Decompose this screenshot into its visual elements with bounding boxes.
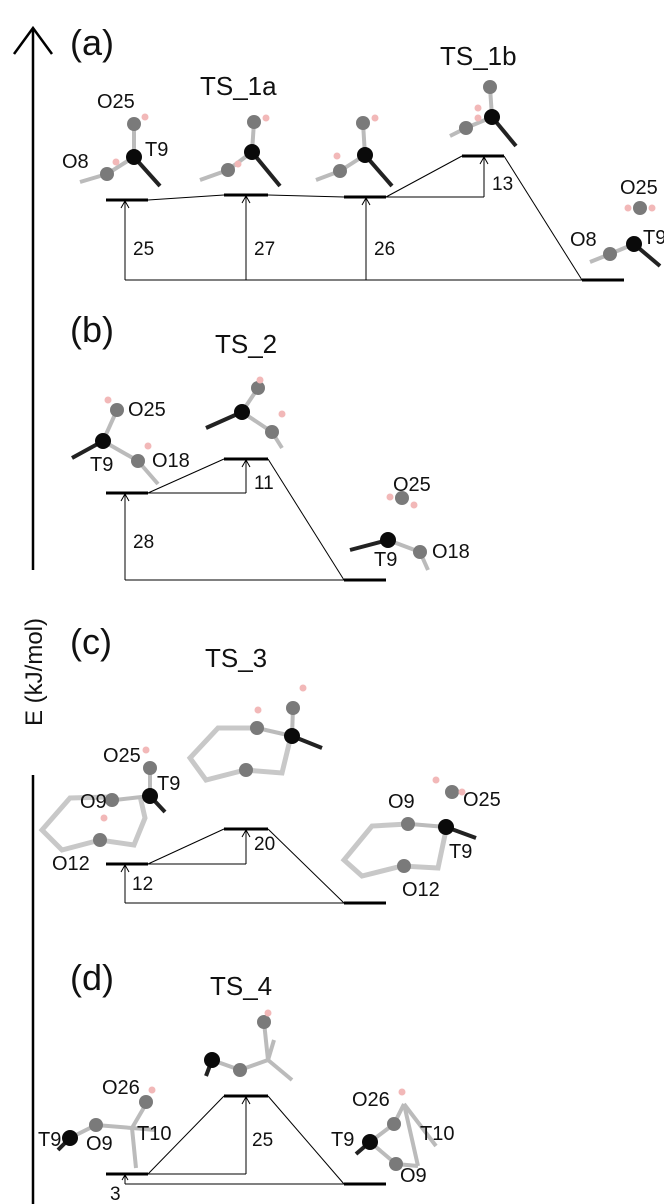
atom-label: O25 bbox=[620, 177, 658, 199]
connectors-a bbox=[125, 155, 583, 281]
atom-label: O26 bbox=[352, 1089, 390, 1111]
barrier-value: 26 bbox=[374, 239, 395, 260]
molecule-a-initial bbox=[79, 113, 162, 188]
energy-arrows-b bbox=[120, 458, 251, 580]
atom-label: O18 bbox=[152, 450, 190, 472]
panel-a: (a) TS_1a TS_1b 25 27 26 bbox=[62, 22, 664, 282]
atom-label: T9 bbox=[157, 773, 180, 795]
molecule-ts1b bbox=[449, 80, 518, 148]
atom-label: O25 bbox=[393, 474, 431, 496]
atom-label: O25 bbox=[103, 745, 141, 767]
ts-label-3: TS_3 bbox=[205, 643, 267, 673]
atom-label: T9 bbox=[449, 841, 472, 863]
atom-label: O25 bbox=[463, 789, 501, 811]
atom-label: O9 bbox=[86, 1133, 113, 1155]
atom-label: T9 bbox=[90, 454, 113, 476]
panel-label-c: (c) bbox=[70, 621, 112, 662]
atom-label: T9 bbox=[38, 1129, 61, 1151]
panel-c: (c) TS_3 12 20 bbox=[38, 621, 501, 905]
barrier-value: 20 bbox=[254, 834, 275, 855]
energy-arrows-a bbox=[120, 155, 489, 280]
molecule-ts2 bbox=[205, 376, 286, 450]
ts-label-2: TS_2 bbox=[215, 329, 277, 359]
barrier-value: 25 bbox=[133, 239, 154, 260]
molecule-d-final bbox=[354, 1088, 438, 1171]
energy-arrows-c bbox=[120, 828, 251, 903]
molecule-c-initial bbox=[38, 746, 167, 853]
atom-label: T10 bbox=[137, 1123, 171, 1145]
molecule-a-final bbox=[589, 201, 662, 268]
atom-label: T9 bbox=[643, 227, 664, 249]
panel-label-b: (b) bbox=[70, 309, 114, 350]
atom-label: O9 bbox=[80, 791, 107, 813]
atom-label: T9 bbox=[374, 549, 397, 571]
atom-label: O12 bbox=[52, 853, 90, 875]
panel-d: (d) TS_4 3 25 bbox=[38, 957, 454, 1204]
panel-label-a: (a) bbox=[70, 22, 114, 63]
ts-label-1a: TS_1a bbox=[200, 71, 277, 101]
atom-label: O26 bbox=[102, 1077, 140, 1099]
panel-label-d: (d) bbox=[70, 957, 114, 998]
barrier-value: 13 bbox=[492, 174, 513, 195]
molecule-d-initial bbox=[56, 1086, 157, 1169]
connectors-c bbox=[125, 828, 345, 904]
barrier-value: 27 bbox=[254, 239, 275, 260]
molecule-c-final bbox=[340, 776, 477, 879]
atom-label: O18 bbox=[432, 541, 470, 563]
atom-label: T10 bbox=[420, 1123, 454, 1145]
energy-axis: E (kJ/mol) bbox=[12, 25, 54, 1204]
atom-label: O8 bbox=[570, 229, 597, 251]
atom-label: T9 bbox=[145, 139, 168, 161]
molecule-b-initial bbox=[71, 396, 160, 486]
atom-label: O8 bbox=[62, 151, 89, 173]
atom-label: O25 bbox=[97, 91, 135, 113]
molecule-ts4 bbox=[204, 1009, 294, 1082]
energy-arrows-d bbox=[121, 1095, 251, 1184]
molecule-a-intermediate bbox=[315, 114, 394, 188]
barrier-value: 25 bbox=[252, 1130, 273, 1151]
atom-label: O25 bbox=[128, 399, 166, 421]
axis-label: E (kJ/mol) bbox=[21, 618, 48, 726]
energy-levels-a bbox=[106, 154, 624, 282]
molecule-b-final bbox=[349, 491, 430, 571]
atom-label: O9 bbox=[388, 791, 415, 813]
molecule-ts1a bbox=[199, 114, 282, 188]
molecule-ts3 bbox=[186, 684, 323, 783]
ts-label-4: TS_4 bbox=[210, 971, 272, 1001]
axis-arrowhead bbox=[12, 25, 54, 55]
connectors-d bbox=[125, 1095, 345, 1185]
barrier-value: 3 bbox=[110, 1184, 121, 1204]
atom-label: O12 bbox=[402, 879, 440, 901]
ts-label-1b: TS_1b bbox=[440, 41, 517, 71]
panel-b: (b) TS_2 28 11 O bbox=[70, 309, 470, 582]
connectors-b bbox=[125, 458, 345, 581]
atom-label: O9 bbox=[400, 1165, 427, 1187]
atom-label: T9 bbox=[331, 1129, 354, 1151]
barrier-value: 28 bbox=[133, 532, 154, 553]
barrier-value: 12 bbox=[132, 874, 153, 895]
barrier-value: 11 bbox=[254, 473, 274, 494]
